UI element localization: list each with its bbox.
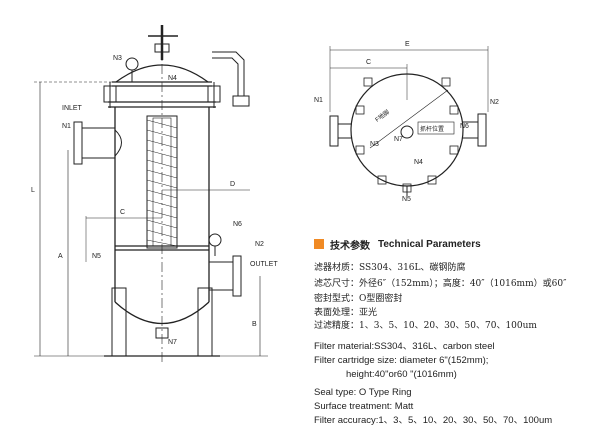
spec-cn-accuracy: 过滤精度：1、3、5、10、20、30、50、70、100um [314,321,537,331]
spec-en-surface: Surface treatment: Matt [314,401,414,412]
dim-label-d: D [230,181,235,188]
plan-label-e: E [405,41,410,48]
spec-cn-seal: 密封型式：O型圈密封 [314,294,403,304]
label-n7: N7 [168,339,177,346]
label-n5: N5 [92,253,101,260]
plan-label-n2: N2 [490,99,499,106]
label-n1: N1 [62,123,71,130]
tp-title-en: Technical Parameters [378,238,481,250]
label-n6: N6 [233,221,242,228]
elevation-view [34,25,268,362]
dim-label-a: A [58,253,63,260]
plan-label-n7: N7 [394,136,403,143]
dim-label-b: B [252,321,257,328]
label-n2: N2 [255,241,264,248]
plan-view [329,46,489,196]
tp-title-cn: 技术参数 [330,240,370,252]
plan-label-n6: N6 [460,123,469,130]
label-outlet: OUTLET [250,261,278,268]
spec-en-material: Filter material:SS304、316L、carbon steel [314,341,495,352]
accent-square-icon [314,239,324,249]
plan-label-n3: N3 [370,141,379,148]
label-n3: N3 [113,55,122,62]
spec-cn-cartridge-size: 滤芯尺寸：外径6″（152mm）；高度：40″（1016mm）或60″ [314,279,567,289]
plan-label-n4: N4 [414,159,423,166]
spec-cn-material: 滤器材质：SS304、316L、碳钢防腐 [314,263,466,273]
label-inlet: INLET [62,105,83,112]
plan-label-n5: N5 [402,196,411,203]
plan-label-handle: 抓杆位置 [420,125,444,133]
dim-label-l: L [31,187,35,194]
plan-label-c: C [366,59,371,66]
spec-en-seal: Seal type: O Type Ring [314,387,412,398]
dim-label-c: C [120,209,125,216]
spec-en-cartridge-size: Filter cartridge size: diameter 6"(152mm… [314,355,489,366]
technical-parameters-header: 技术参数 Technical Parameters [314,237,481,252]
spec-en-accuracy: Filter accuracy:1、3、5、10、20、30、50、70、100… [314,415,553,426]
label-n4: N4 [168,75,177,82]
spec-en-cartridge-height: height:40"or60 "(1016mm) [346,369,457,380]
spec-cn-surface: 表面处理：亚光 [314,308,378,318]
plan-label-n1: N1 [314,97,323,104]
plan-label-f: F地脚 [373,108,390,124]
